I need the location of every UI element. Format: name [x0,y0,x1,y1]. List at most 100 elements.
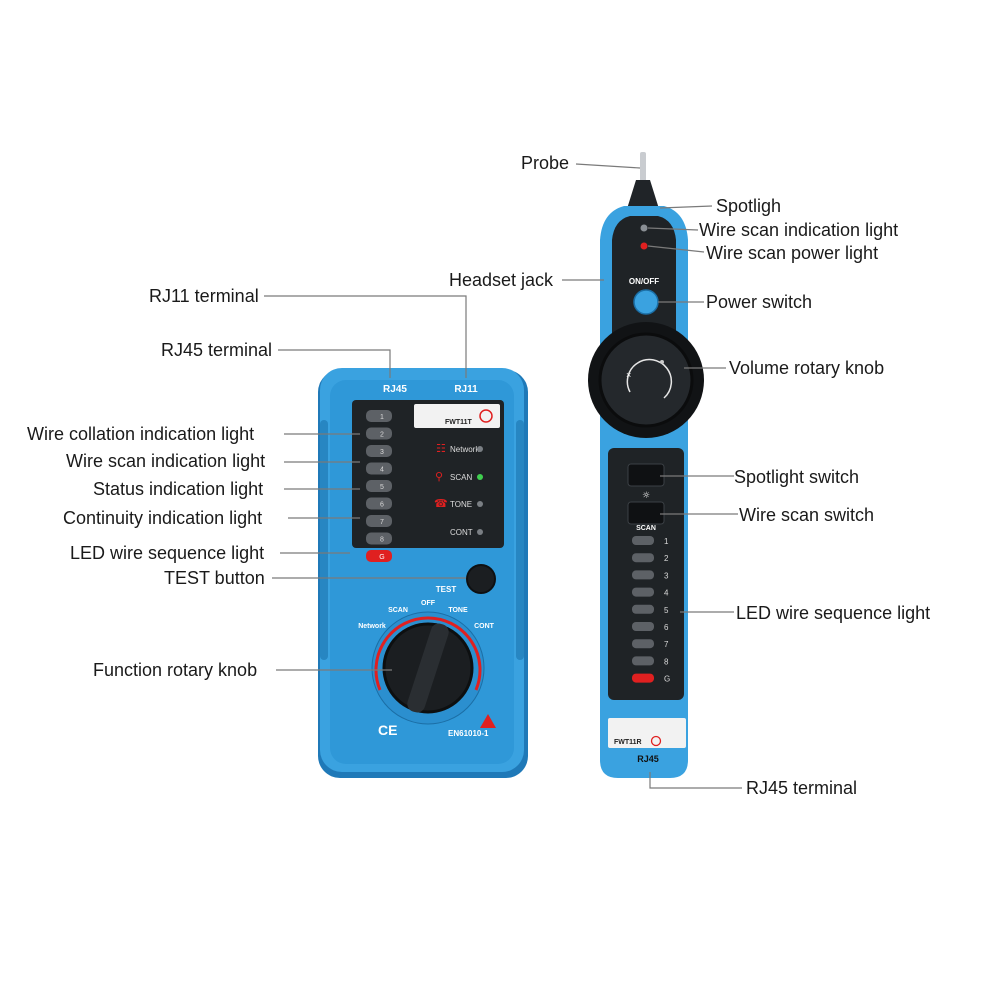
test-button[interactable] [466,564,496,594]
led-number: 7 [664,640,669,649]
model-label: FWT11T [445,419,473,426]
indicator-label-scan: SCAN [450,473,472,482]
label-volume-knob: Volume rotary knob [729,358,884,378]
receiver-led-4: 4 [632,587,669,598]
indicator-label-network: Network [450,445,480,454]
led-lamp [366,462,392,475]
label-led-sequence-right: LED wire sequence light [736,603,930,623]
label-headset-jack: Headset jack [449,270,554,290]
probe-tip [640,152,646,182]
knob-grip [407,623,449,713]
phone-icon: ☎ [434,497,448,510]
leader-rj45-left [278,349,391,378]
transmitter-led-5: 5 [366,480,392,492]
indicator-tone: ☎ TONE [434,497,483,510]
wire-scan-switch[interactable] [627,501,665,525]
left-grip [320,420,328,660]
scan-light [477,474,483,480]
led-number: 1 [380,414,384,421]
dial-scale-arc [374,616,482,691]
port-label-rj11: RJ11 [454,384,478,395]
led-number: 2 [380,432,384,439]
label-wire-scan-indication-left: Wire scan indication light [66,451,265,471]
leader-wire-scan-power [647,245,705,253]
receiver-led-1: 1 [632,536,669,546]
label-wire-scan-indication-right: Wire scan indication light [699,220,898,240]
led-number: 5 [380,484,384,491]
led-number: 1 [664,537,669,546]
label-led-sequence-left: LED wire sequence light [70,543,264,563]
label-rj45-terminal-right: RJ45 terminal [746,778,857,798]
indicator-cont: CONT [450,528,483,537]
led-lamp [632,536,654,545]
warning-icon [480,714,496,728]
led-number: 3 [664,571,669,580]
receiver-top-panel [612,216,676,338]
volume-rotary-knob[interactable] [598,332,694,428]
spotlight-switch[interactable] [627,463,665,487]
led-number: 8 [664,657,669,666]
label-wire-scan-switch: Wire scan switch [739,505,874,525]
label-continuity-indication: Continuity indication light [63,508,262,528]
receiver-led-6: 6 [632,622,669,632]
led-lamp [632,673,654,683]
dial-label-tone: TONE [448,607,468,614]
led-number: 2 [664,554,669,563]
dial-label-off: OFF [421,600,436,607]
wire-scan-power-light [640,242,648,250]
transmitter-led-8: 8 [366,532,392,545]
led-lamp [632,622,654,631]
indicator-label-tone: TONE [450,500,472,509]
led-lamp [366,427,392,440]
label-test-button: TEST button [164,568,265,588]
volume-dot [660,360,664,364]
on-off-label: ON/OFF [629,277,659,286]
indicator-scan: ⚲ SCAN [435,470,483,483]
receiver-led-column: 1 2 3 4 5 6 7 8G [632,536,670,684]
ce-mark: CE [378,722,397,738]
led-lamp [632,639,654,649]
receiver-led-5: 5 [632,604,669,615]
transmitter-led-7: 7 [366,515,392,527]
tone-light [477,501,483,507]
receiver-port-label: RJ45 [637,754,659,764]
test-label: TEST [436,585,457,594]
led-number: 6 [664,623,669,632]
indicator-label-cont: CONT [450,528,473,537]
transmitter-led-4: 4 [366,462,392,475]
led-number: G [664,675,670,684]
magnifier-icon: ⚲ [435,470,443,483]
label-spotlight-switch: Spotlight switch [734,467,859,487]
right-grip [516,420,524,660]
receiver-led-8: 8 [632,656,669,666]
sun-icon: ☼ [642,491,650,501]
power-switch[interactable] [633,289,659,315]
label-function-knob: Function rotary knob [93,660,257,680]
receiver-led-G: G [632,673,670,684]
volume-scale-arc [626,358,673,399]
led-number: 4 [380,467,384,474]
led-number: G [379,554,384,561]
label-rj11-terminal: RJ11 terminal [149,286,259,306]
probe-cone [626,180,660,212]
transmitter-led-3: 3 [366,445,392,457]
standard-label: EN61010-1 [448,729,489,738]
leader-rj11 [264,295,467,378]
led-lamp [366,532,392,545]
led-lamp [366,445,392,457]
transmitter-led-6: 6 [366,497,392,510]
network-light [477,446,483,452]
led-lamp [366,480,392,492]
led-lamp [366,550,392,562]
dial-label-cont: CONT [474,623,495,630]
label-status-indication: Status indication light [93,479,263,499]
receiver-led-7: 7 [632,639,669,649]
volume-minus-icon: × [626,370,631,380]
cont-light [477,529,483,535]
leader-lines [264,163,742,789]
led-number: 8 [380,537,384,544]
callout-labels: Probe Spotligh Wire scan indication ligh… [27,153,930,798]
